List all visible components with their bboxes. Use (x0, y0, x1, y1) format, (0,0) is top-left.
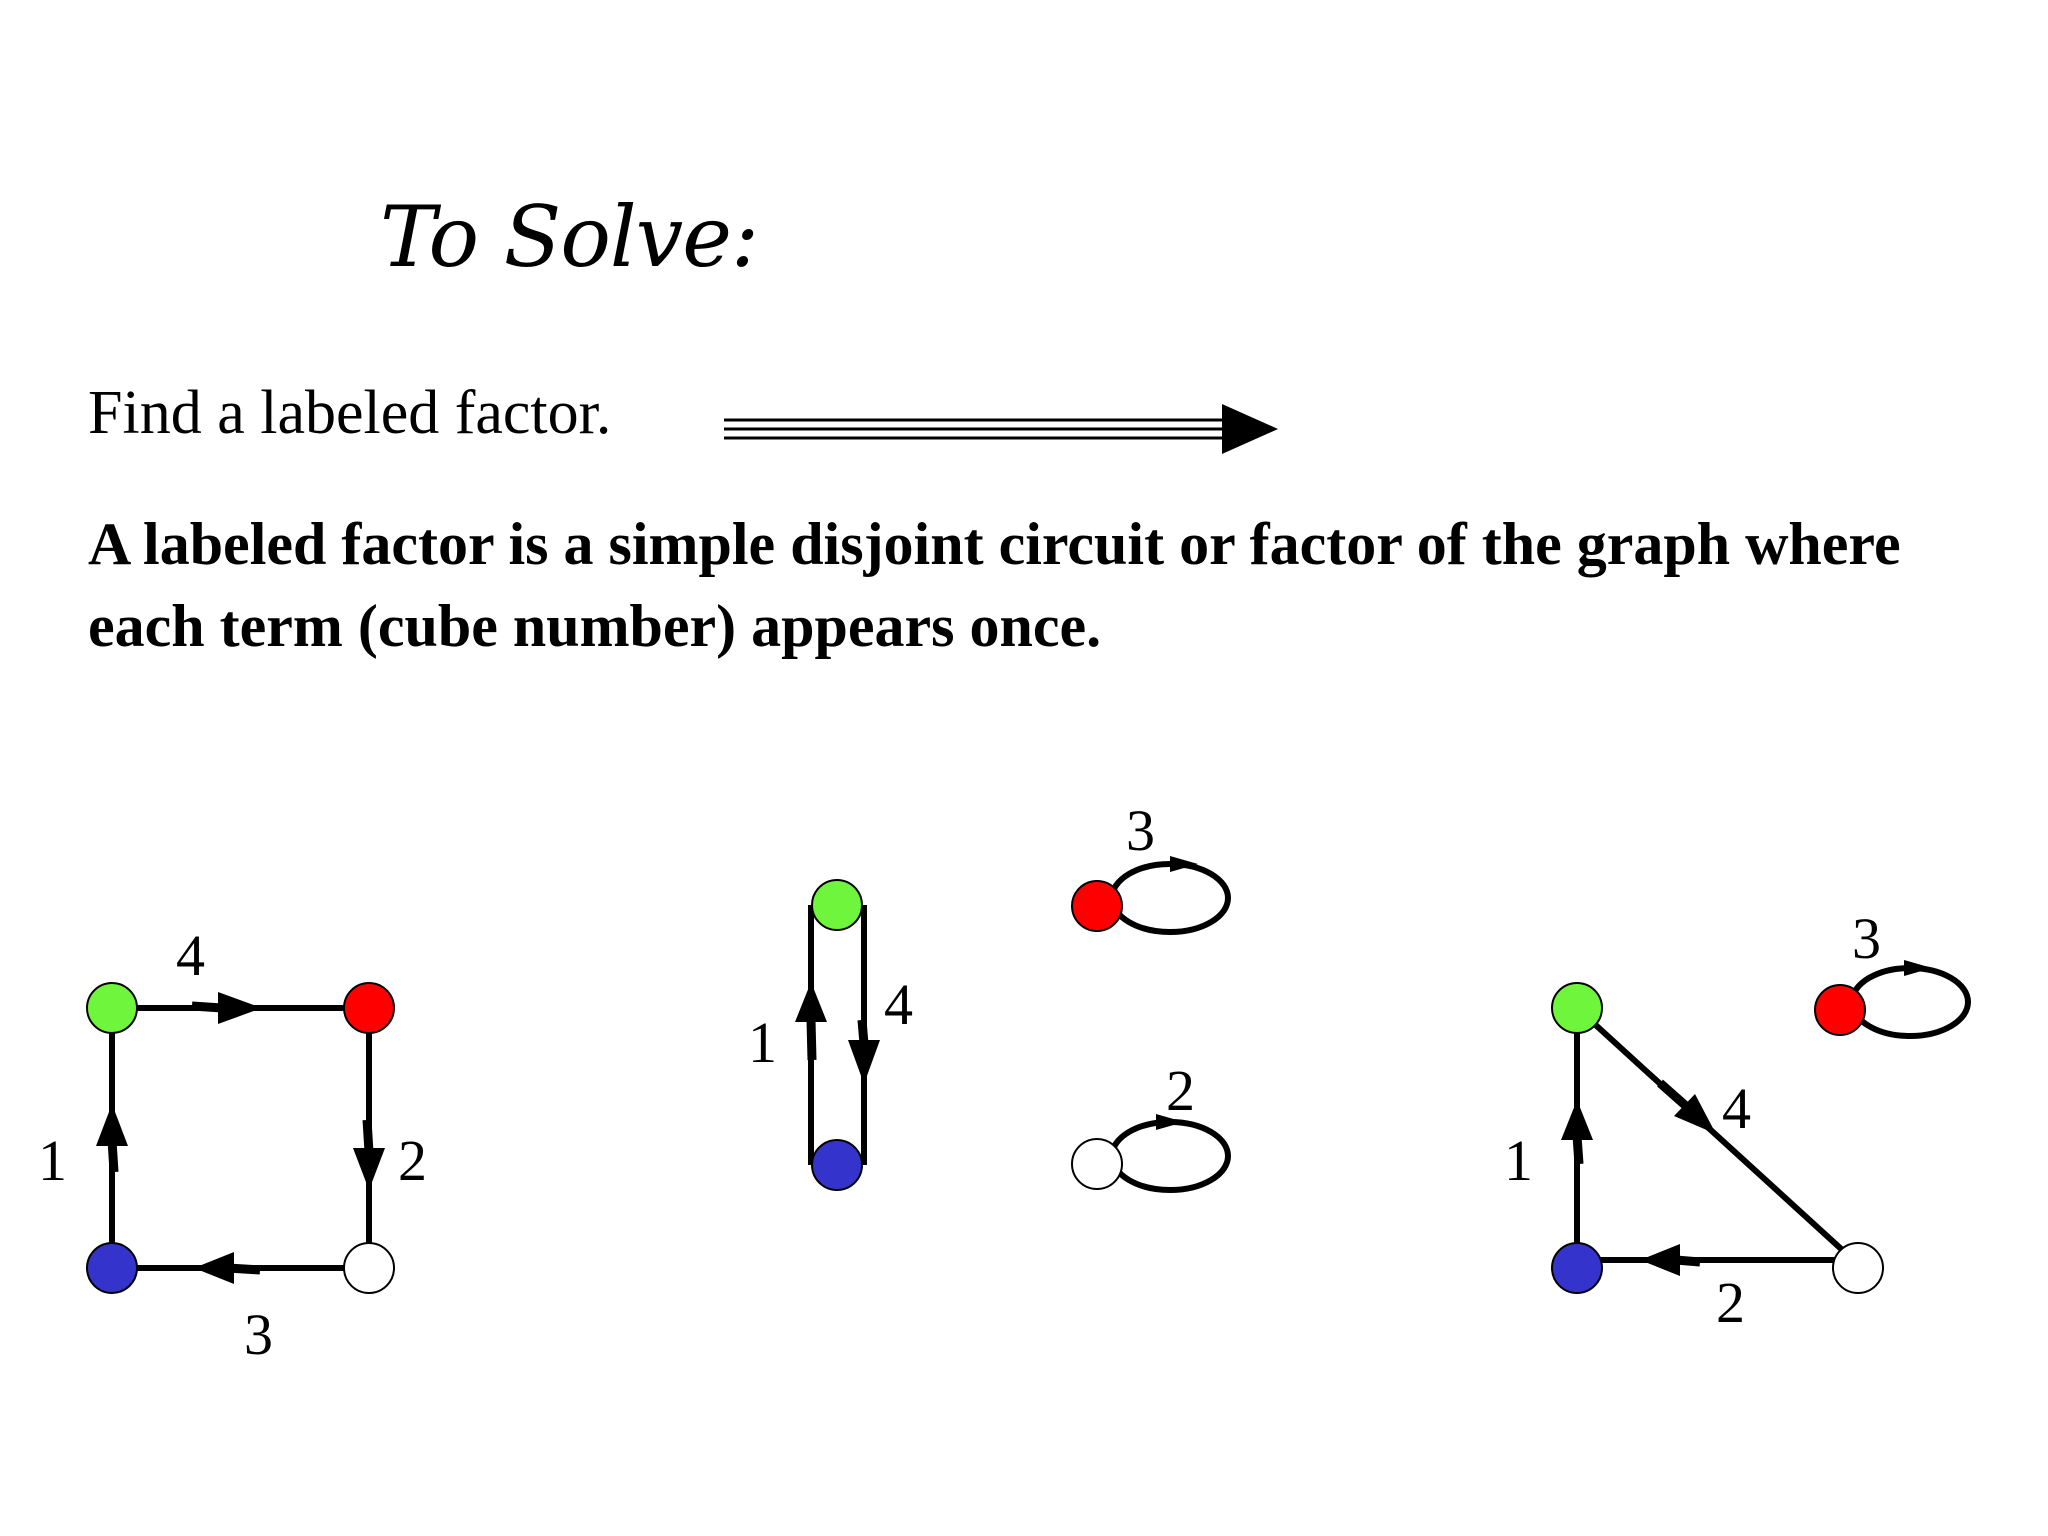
loop-label-3: 3 (1852, 906, 1881, 971)
edge-label-1: 1 (38, 1128, 67, 1193)
node-white (1832, 1242, 1884, 1294)
node-red (1071, 880, 1123, 932)
node-green (86, 982, 138, 1034)
node-green (811, 879, 863, 931)
loop-label-3: 3 (1126, 798, 1155, 863)
edge-label-2: 2 (398, 1128, 427, 1193)
node-red (343, 982, 395, 1034)
definition-text: A labeled factor is a simple disjoint ci… (88, 511, 1901, 659)
pair-graph: 1 4 3 2 (748, 798, 1231, 1193)
node-red (1814, 984, 1866, 1036)
node-blue (811, 1139, 863, 1191)
loop-label-2: 2 (1166, 1058, 1195, 1123)
edge-label-3: 3 (244, 1302, 273, 1367)
implication-arrow (724, 404, 1278, 454)
node-green (1551, 982, 1603, 1034)
slide-title: To Solve: (380, 188, 759, 286)
edge-label-4: 4 (176, 923, 205, 988)
edge-label-1: 1 (1504, 1128, 1533, 1193)
edge-label-4: 4 (884, 972, 913, 1037)
node-blue (1551, 1242, 1603, 1294)
node-white (343, 1242, 395, 1294)
instruction-text: Find a labeled factor. (88, 379, 612, 447)
node-white (1071, 1138, 1123, 1190)
edge-label-1: 1 (748, 1010, 777, 1075)
node-blue (86, 1242, 138, 1294)
square-graph: 4 2 3 1 (38, 923, 427, 1367)
edge-label-2: 2 (1716, 1270, 1745, 1335)
triangle-graph: 4 2 1 3 (1504, 906, 1971, 1335)
edge-label-4: 4 (1722, 1076, 1751, 1141)
